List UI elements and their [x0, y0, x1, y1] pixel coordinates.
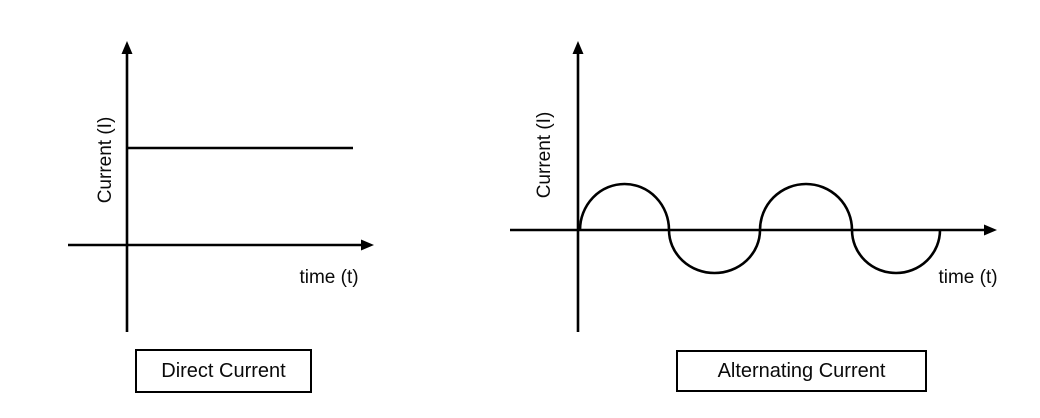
dc-x-axis-arrow-icon: [361, 239, 374, 251]
ac-x-axis-label: time (t): [938, 267, 998, 288]
dc-y-axis-arrow-icon: [121, 41, 133, 54]
ac-caption-box: Alternating Current: [676, 350, 927, 392]
dc-x-axis-label: time (t): [299, 267, 359, 288]
ac-plot: [510, 41, 997, 332]
ac-caption-label: Alternating Current: [717, 359, 886, 382]
ac-y-axis-arrow-icon: [572, 41, 584, 54]
dc-y-axis-label: Current (I): [95, 116, 116, 204]
ac-x-axis-arrow-icon: [984, 224, 997, 236]
ac-y-axis-label: Current (I): [534, 111, 555, 199]
dc-plot: [68, 41, 374, 332]
dc-caption-label: Direct Current: [161, 359, 286, 382]
ac-sine-wave: [578, 182, 942, 275]
dc-caption-box: Direct Current: [135, 349, 312, 393]
